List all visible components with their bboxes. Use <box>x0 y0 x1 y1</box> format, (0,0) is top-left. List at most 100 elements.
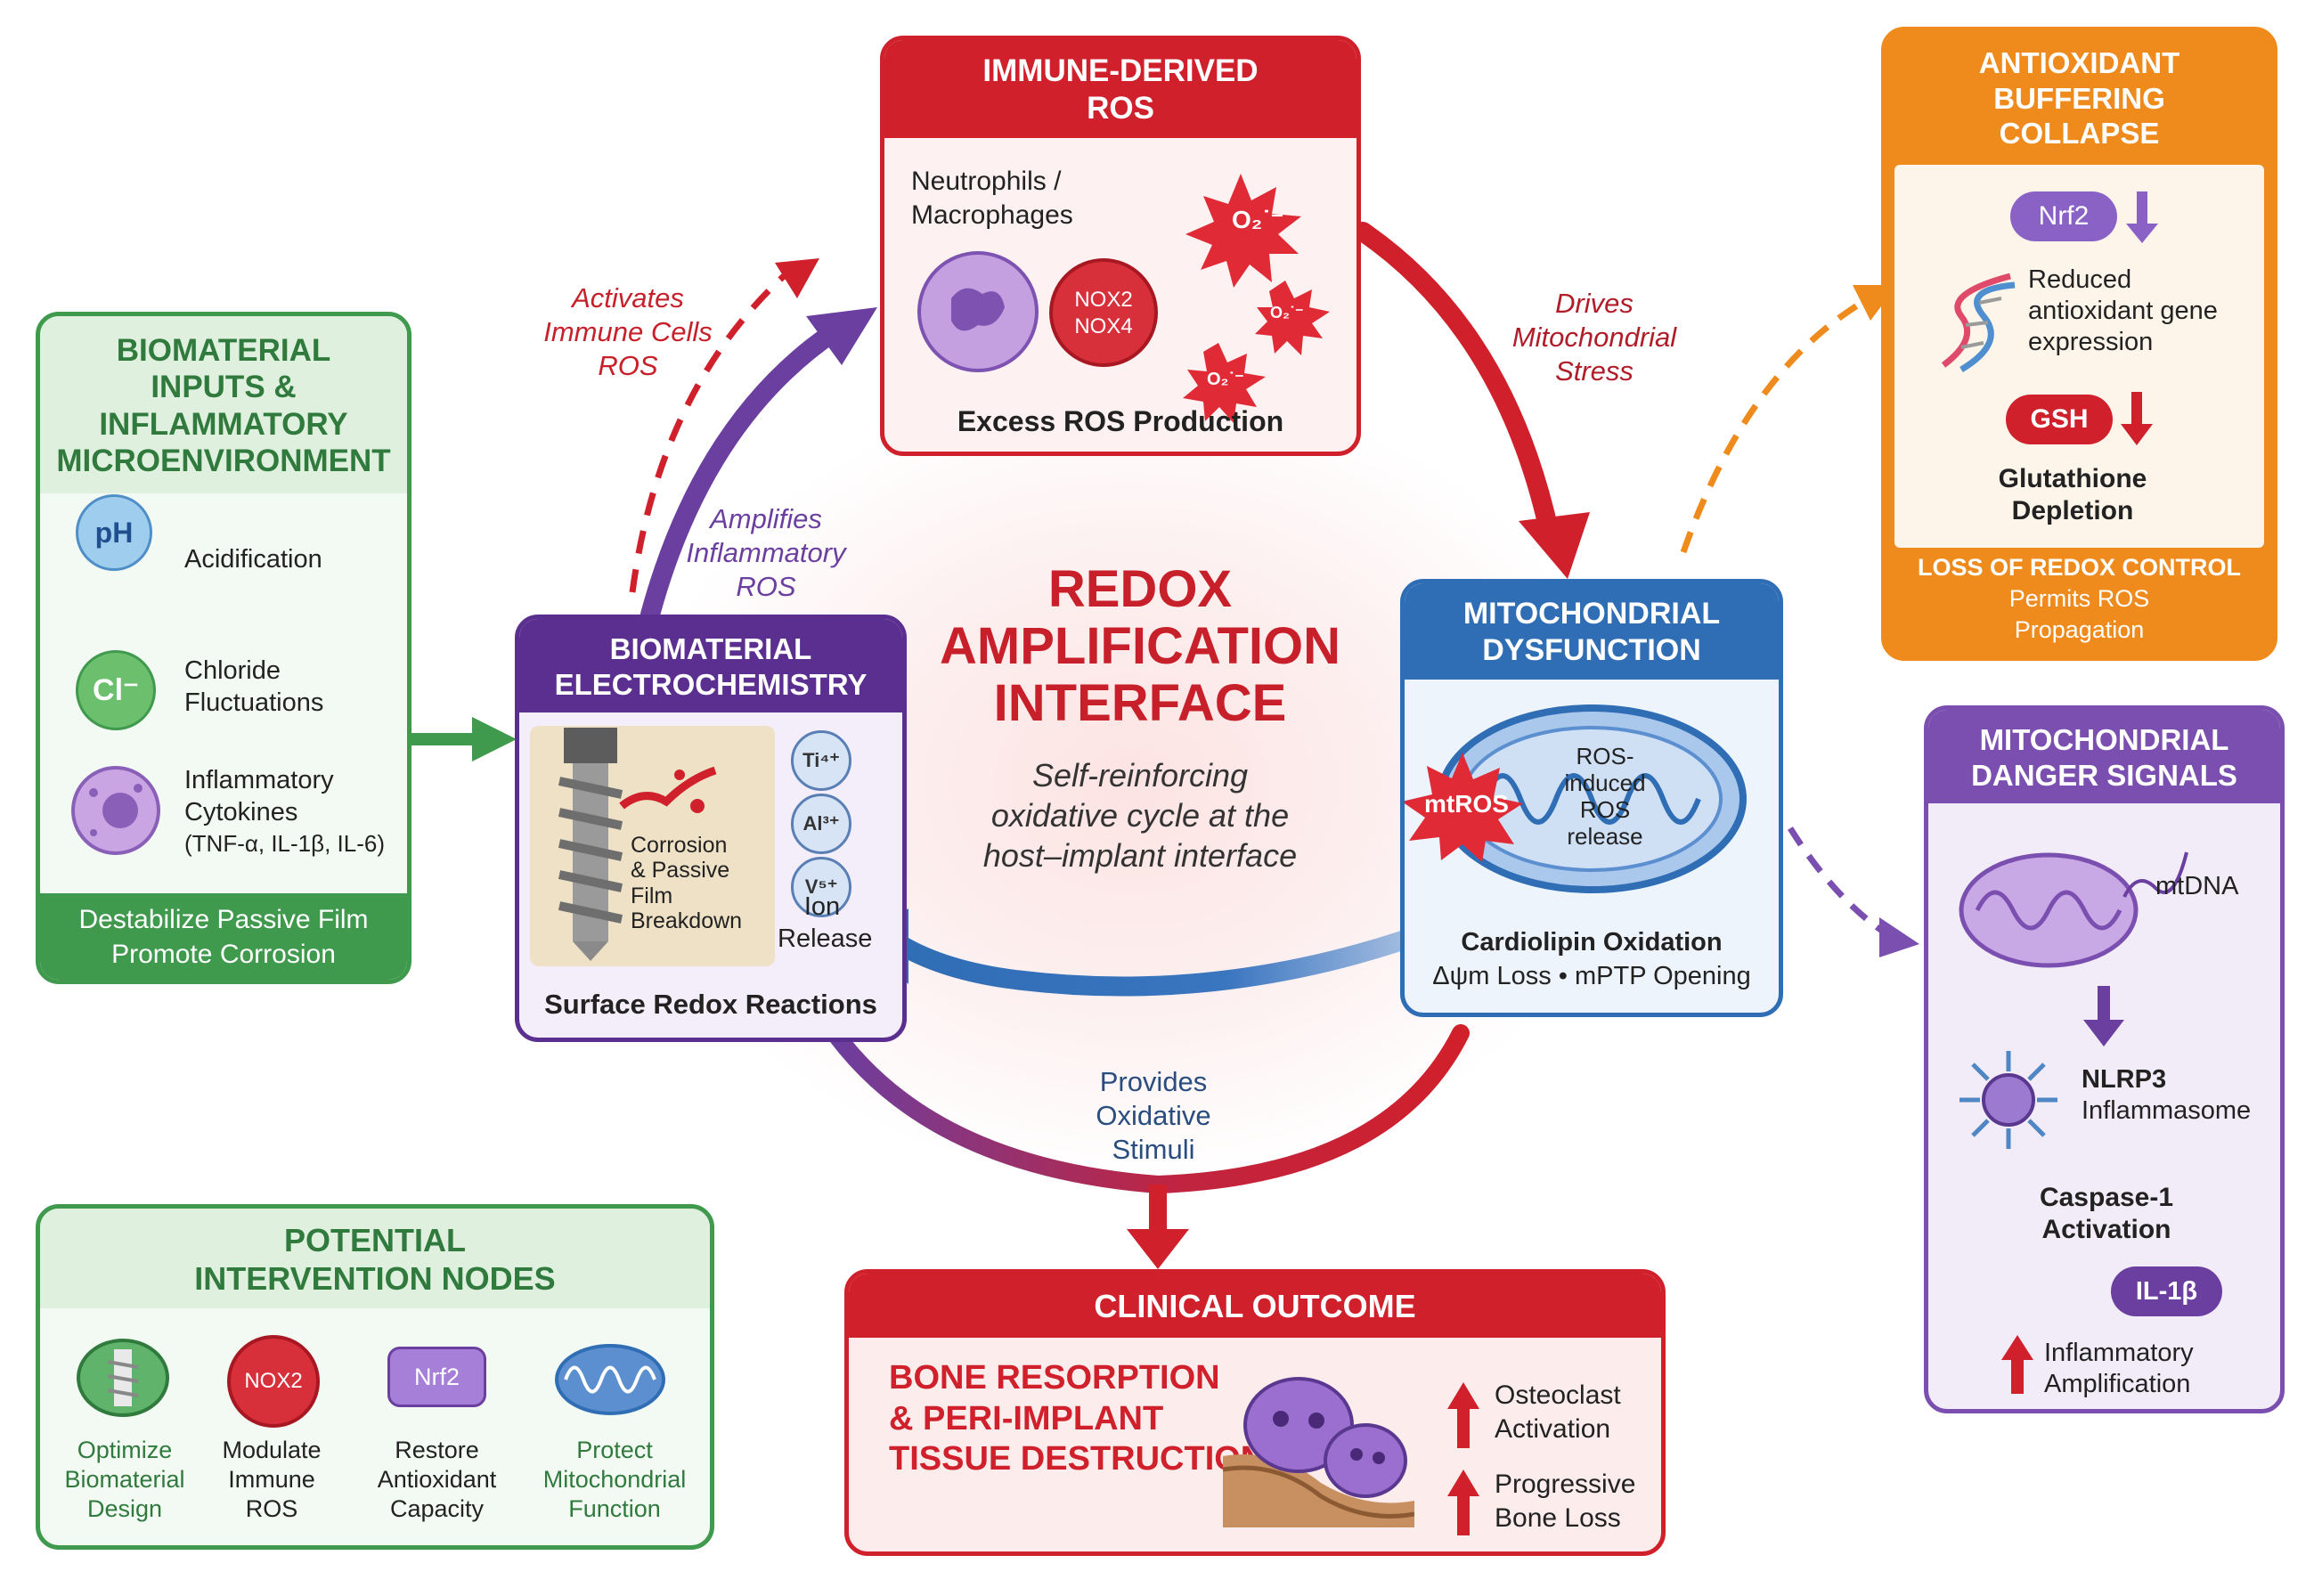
cells-label: Neutrophils / Macrophages <box>911 165 1073 232</box>
center-title-line: AMPLIFICATION <box>940 616 1340 675</box>
mitochondrion-icon <box>555 1344 665 1415</box>
antioxidant-footer: LOSS OF REDOX CONTROL Permits ROS Propag… <box>1886 552 2273 646</box>
dashed-activates-arrow <box>629 273 786 593</box>
electro-panel: BIOMATERIAL ELECTROCHEMISTRY Corrosion &… <box>515 615 907 1042</box>
label-amplifies: Amplifies Inflammatory ROS <box>655 502 877 603</box>
antioxidant-panel: ANTIOXIDANT BUFFERING COLLAPSE Nrf2 Redu… <box>1881 27 2277 661</box>
inputs-title-line: MICROENVIRONMENT <box>56 443 391 478</box>
inflammasome-icon <box>1959 1051 2057 1149</box>
osteoclast-label: Osteoclast Activation <box>1495 1379 1621 1445</box>
down-arrow-icon <box>2121 392 2153 445</box>
caspase-label: Caspase-1 Activation <box>1982 1182 2231 1246</box>
mito-panel: MITOCHONDRIAL DYSFUNCTION mtROS ROS- ind… <box>1400 579 1783 1017</box>
mito-title-line: DYSFUNCTION <box>1482 632 1701 667</box>
mtdna-label: mtDNA <box>2155 872 2239 900</box>
danger-panel: MITOCHONDRIAL DANGER SIGNALS mtDNA NLRP3… <box>1924 705 2285 1413</box>
arc-mito-to-electro <box>890 916 1453 997</box>
superoxide-burst-icon <box>1183 174 1330 423</box>
bone-loss-label: Progressive Bone Loss <box>1495 1468 1635 1535</box>
electro-footer: Surface Redox Reactions <box>544 989 877 1020</box>
mtdna-fragments-icon <box>2122 851 2188 898</box>
node-line: Optimize <box>77 1437 173 1463</box>
inputs-item-line: Cytokines <box>184 798 298 827</box>
mtros-burst-icon <box>1405 753 1523 862</box>
superoxide-label: O₂˙⁻ <box>1207 370 1244 389</box>
glutathione-label: Glutathione Depletion <box>1939 463 2206 527</box>
inputs-panel: BIOMATERIAL INPUTS & INFLAMMATORY MICROE… <box>36 312 411 984</box>
ph-drop-icon: pH <box>76 494 152 571</box>
caspase-line: Caspase-1 <box>2039 1183 2174 1212</box>
clinical-main-line: TISSUE DESTRUCTION <box>889 1440 1266 1478</box>
cells-label-line: Neutrophils / <box>911 167 1062 196</box>
center-subtitle-line: host–implant interface <box>982 837 1298 874</box>
clinical-main: BONE RESORPTION & PERI-IMPLANT TISSUE DE… <box>889 1358 1265 1480</box>
mito-footer-line: Δψm Loss • mPTP Opening <box>1432 961 1751 990</box>
gsh-pill: GSH <box>2006 395 2113 444</box>
ros-release-label: ROS- induced ROS release <box>1552 743 1658 851</box>
caspase-line: Activation <box>2041 1215 2171 1244</box>
gene-line: expression <box>2028 327 2154 356</box>
nox2-icon: NOX2 <box>227 1335 320 1428</box>
implant-design-icon <box>77 1339 169 1417</box>
cycle-label-line: ROS <box>598 349 658 381</box>
nox-line: NOX4 <box>1074 314 1133 338</box>
down-arrow-icon <box>2126 191 2158 243</box>
antioxidant-footer-line: Permits ROS <box>2008 585 2150 613</box>
mito-title-line: MITOCHONDRIAL <box>1462 597 1721 631</box>
interventions-title-line: POTENTIAL <box>284 1222 466 1258</box>
arc-immune-to-mito <box>1353 222 1560 544</box>
mtros-label: mtROS <box>1424 790 1509 818</box>
clinical-item-line: Bone Loss <box>1495 1502 1621 1533</box>
corrosion-line: Corrosion <box>631 833 728 858</box>
superoxide-label: O₂˙⁻ <box>1270 304 1304 322</box>
cycle-label-line: Amplifies <box>710 503 822 534</box>
gene-expression-label: Reduced antioxidant gene expression <box>2028 265 2218 357</box>
clinical-item-line: Progressive <box>1495 1470 1636 1499</box>
electro-title: BIOMATERIAL ELECTROCHEMISTRY <box>519 619 902 713</box>
node-label: Restore Antioxidant Capacity <box>363 1436 510 1524</box>
il1b-pill: IL-1β <box>2111 1266 2222 1316</box>
node-line: Mitochondrial <box>542 1465 687 1493</box>
danger-title: MITOCHONDRIAL DANGER SIGNALS <box>1928 710 2280 804</box>
immune-title-line: IMMUNE-DERIVED <box>982 53 1259 88</box>
ros-release-line: release <box>1567 822 1643 850</box>
chloride-icon: Cl⁻ <box>76 650 156 730</box>
clinical-main-line: BONE RESORPTION <box>889 1359 1220 1396</box>
cycle-label-line: Provides <box>1099 1066 1208 1097</box>
mito-title: MITOCHONDRIAL DYSFUNCTION <box>1405 583 1779 680</box>
inputs-footer: Destabilize Passive Film Promote Corrosi… <box>40 893 407 980</box>
cycle-label-line: Immune Cells <box>543 315 713 347</box>
nrf2-pill: Nrf2 <box>2010 191 2117 241</box>
electro-title-line: ELECTROCHEMISTRY <box>554 667 868 701</box>
node-line: Modulate <box>222 1437 322 1463</box>
center-title: REDOX AMPLIFICATION INTERFACE <box>891 561 1389 731</box>
immune-title: IMMUNE-DERIVED ROS <box>884 40 1357 138</box>
cycle-label-line: Oxidative <box>1096 1099 1211 1131</box>
arrowhead-mito <box>1519 512 1590 579</box>
cycle-label-line: Drives <box>1555 288 1634 319</box>
ion-release-line: Ion <box>803 892 841 921</box>
mito-footer-line: Cardiolipin Oxidation <box>1461 928 1723 957</box>
antioxidant-footer-line: LOSS OF REDOX CONTROL <box>1917 554 2241 581</box>
up-arrow-icon <box>1447 1470 1479 1535</box>
corrosion-line: Breakdown <box>631 908 743 933</box>
ion-release-line: Release <box>778 924 873 954</box>
arrow-to-danger <box>1788 826 1890 938</box>
corrosion-line: Film <box>631 883 673 908</box>
acidification-label: Acidification <box>184 543 322 575</box>
amplification-line: Inflammatory <box>2044 1339 2194 1367</box>
inputs-item-line: Fluctuations <box>184 688 324 718</box>
node-label: Optimize Biomaterial Design <box>53 1436 196 1524</box>
cycle-label-line: Stress <box>1555 354 1634 387</box>
arrowhead-immune <box>806 307 877 365</box>
antioxidant-title-line: BUFFERING <box>1993 81 2165 115</box>
cycle-label-line: Mitochondrial <box>1511 321 1677 353</box>
inputs-title-line: INPUTS & <box>151 370 297 405</box>
ion-ti-icon: Ti⁴⁺ <box>791 730 851 791</box>
immune-panel: IMMUNE-DERIVED ROS Neutrophils / Macroph… <box>880 36 1361 456</box>
immune-footer: Excess ROS Production <box>957 405 1284 437</box>
arrowhead-clinical <box>1127 1229 1189 1269</box>
label-drives: Drives Mitochondrial Stress <box>1483 287 1706 387</box>
node-label: Protect Mitochondrial Function <box>534 1436 695 1524</box>
center-title-line: INTERFACE <box>993 673 1287 732</box>
